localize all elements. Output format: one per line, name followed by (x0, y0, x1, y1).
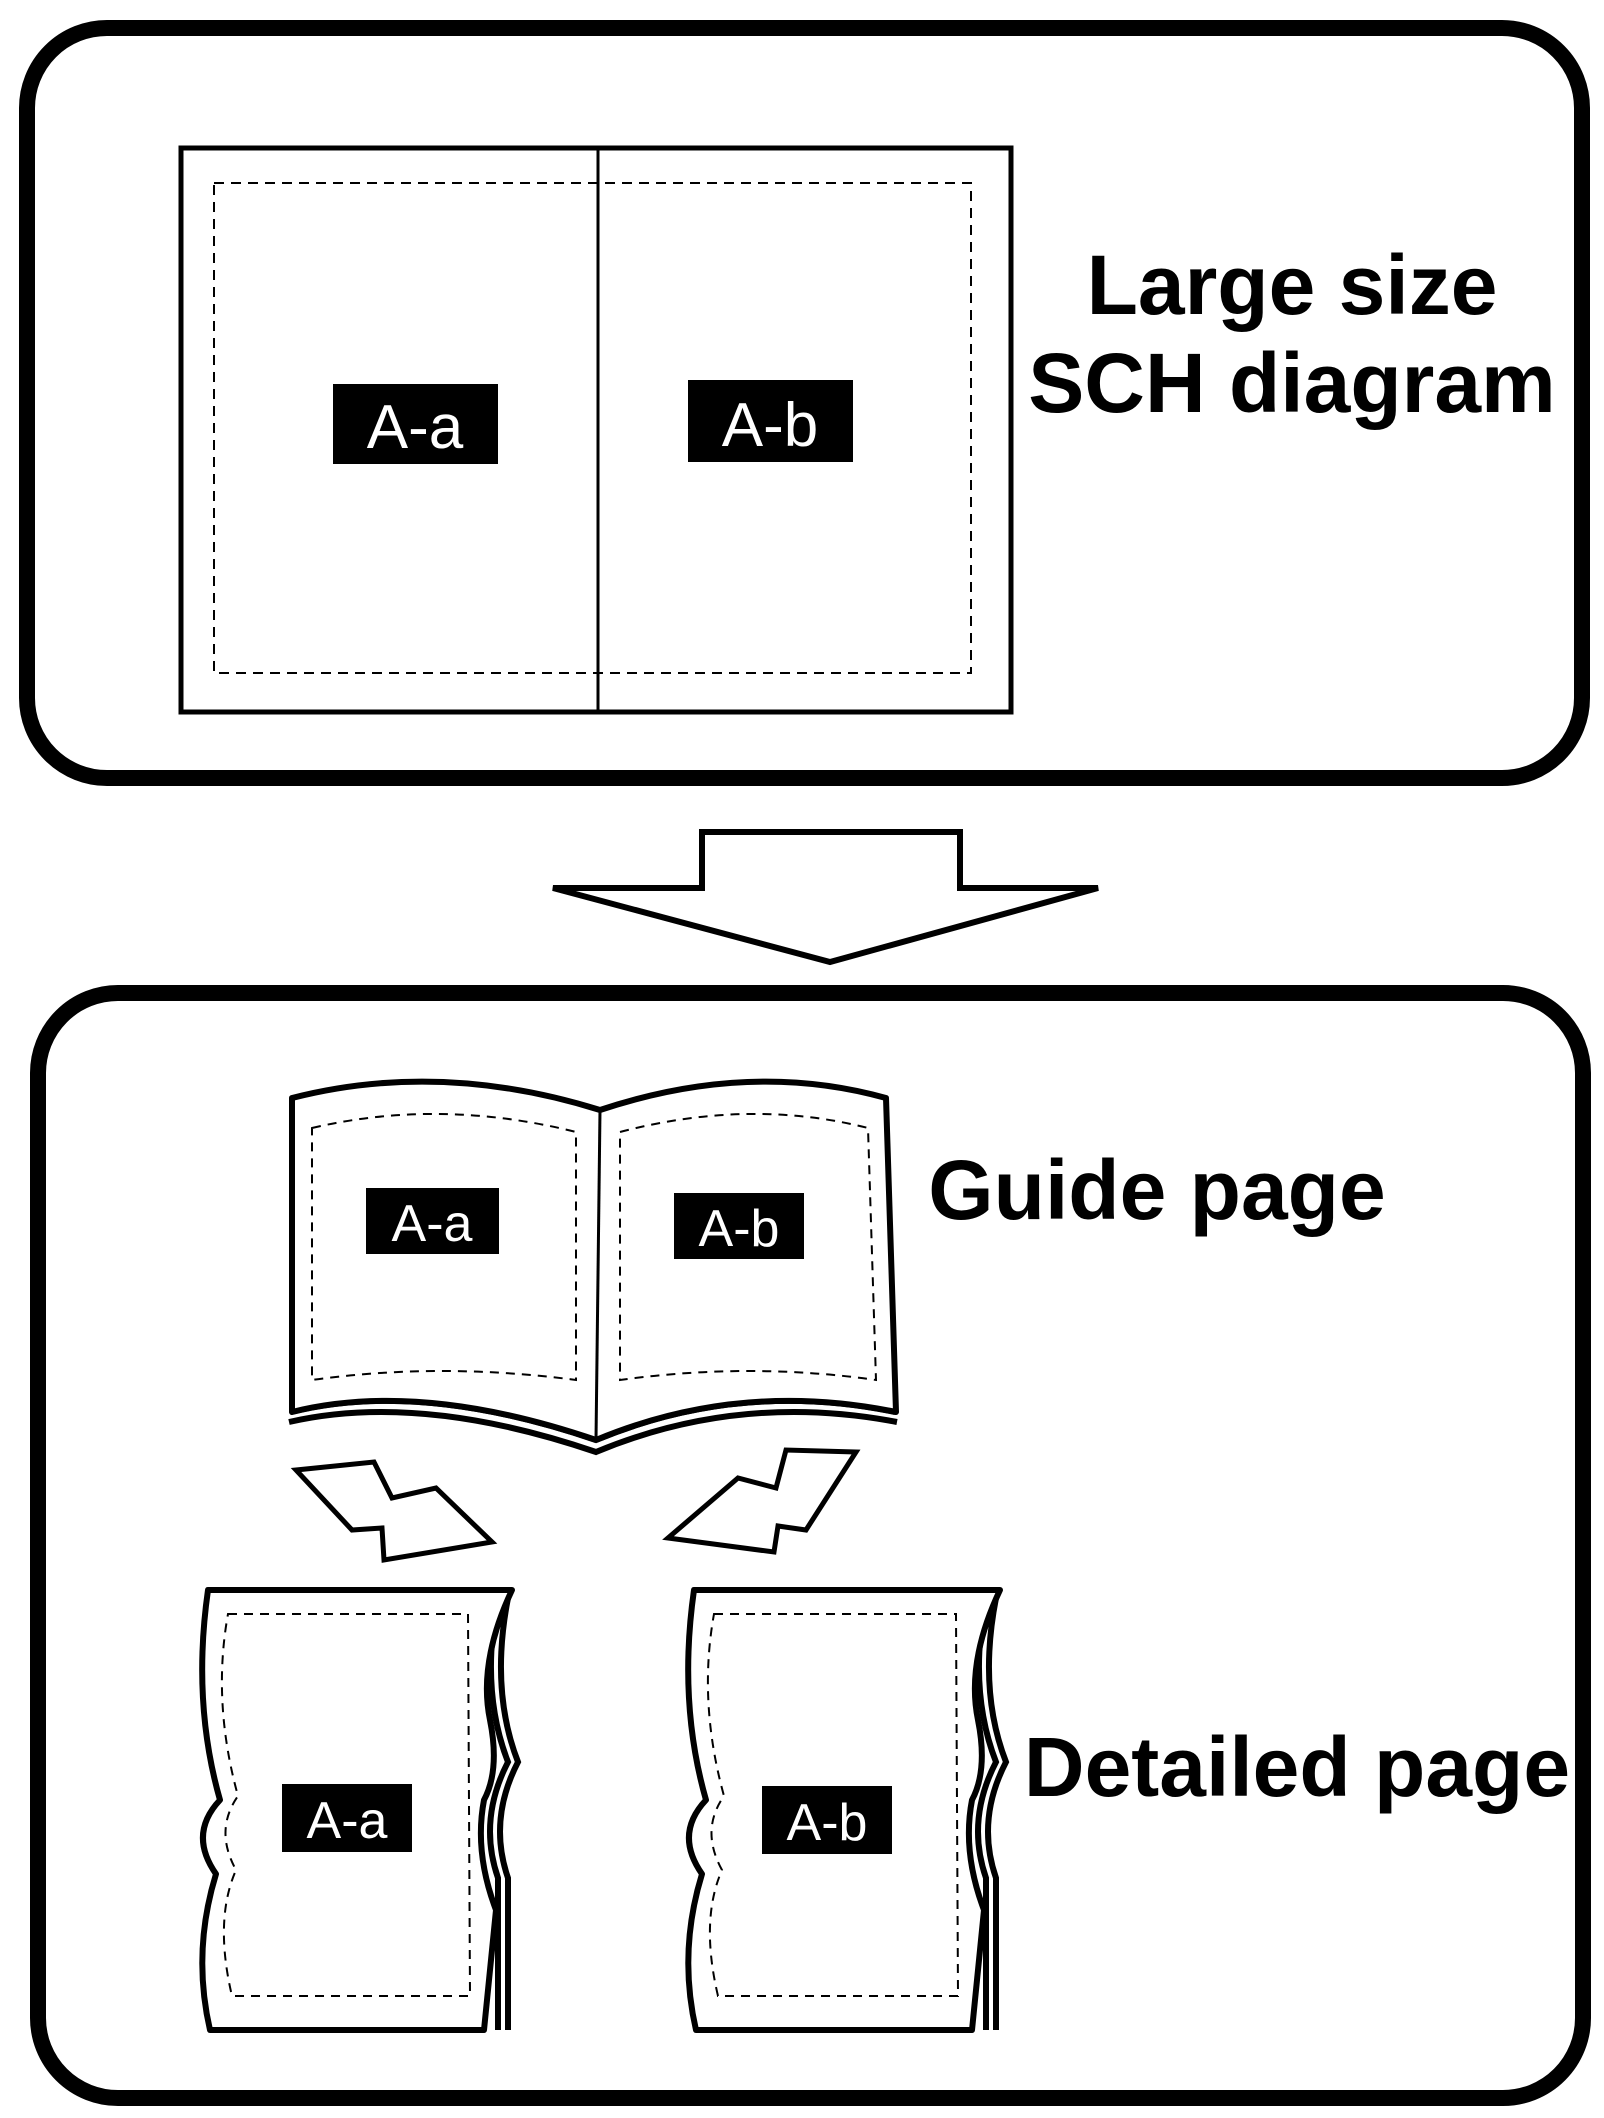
detail-page-b: A-b (685, 1587, 1010, 2033)
tag-a-a-large-text: A-a (367, 393, 464, 462)
large-sheet-outline (178, 145, 1014, 715)
guide-page-label: Guide page (928, 1143, 1385, 1237)
tag-a-a-large: A-a (333, 384, 498, 464)
large-sheet-dashed-border (213, 182, 972, 674)
tag-a-a-detail-text: A-a (307, 1792, 388, 1850)
bottom-panel: A-a A-b Guide page A-a (30, 985, 1591, 2106)
tag-a-b-large-text: A-b (722, 391, 818, 460)
large-size-label: Large size (1087, 238, 1498, 332)
tag-a-b-guide: A-b (674, 1193, 804, 1259)
tag-a-a-guide: A-a (366, 1188, 499, 1254)
guide-page-book: A-a A-b (288, 1078, 899, 1456)
top-panel: A-a A-b Large size SCH diagram (19, 20, 1590, 786)
guide-book-spine (594, 1109, 602, 1441)
detailed-page-label: Detailed page (1024, 1720, 1570, 1814)
guide-book-outline (289, 1078, 899, 1443)
tag-a-a-detail: A-a (282, 1784, 412, 1852)
tag-a-b-guide-text: A-b (699, 1200, 780, 1258)
detail-page-a: A-a (199, 1587, 522, 2033)
down-arrow-icon (552, 829, 1099, 966)
tag-a-b-detail-text: A-b (787, 1794, 868, 1852)
tag-a-a-guide-text: A-a (392, 1195, 473, 1253)
tag-a-b-detail: A-b (762, 1786, 892, 1854)
tag-a-b-large: A-b (688, 380, 853, 462)
large-sch-sheet: A-a A-b (178, 145, 1014, 715)
arrow-down-right-icon (290, 1459, 498, 1563)
sch-diagram-label: SCH diagram (1028, 336, 1555, 430)
arrow-down-left-icon (662, 1447, 861, 1555)
